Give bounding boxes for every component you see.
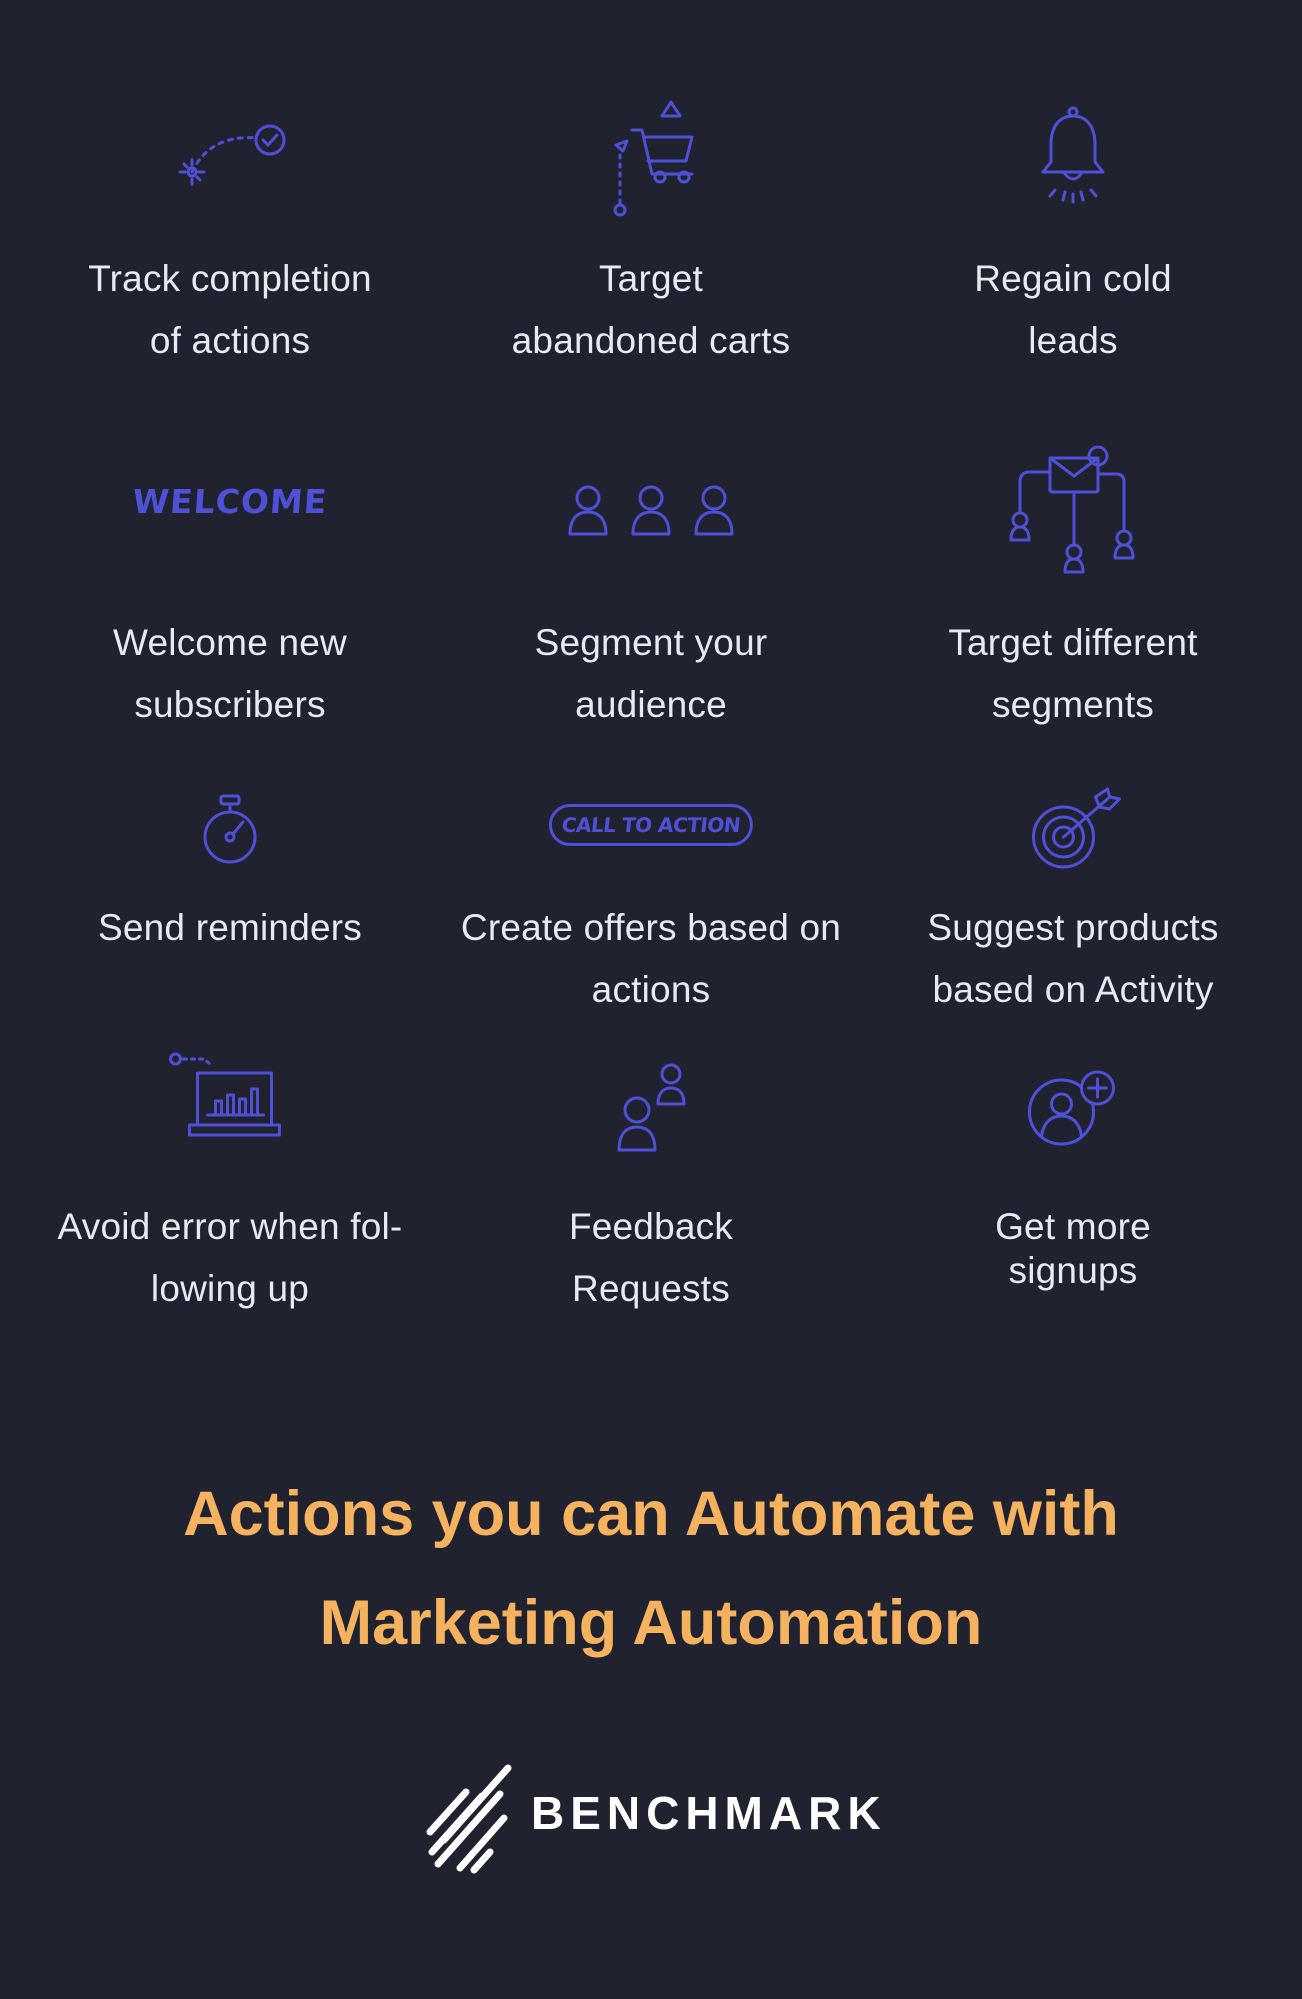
item-segment-audience: Segment your audience xyxy=(441,430,861,750)
benchmark-logo-text: BENCHMARK xyxy=(531,1787,887,1839)
item-label-line2: Requests xyxy=(572,1268,730,1309)
bell-icon xyxy=(1033,100,1113,210)
page-title: Actions you can Automate with Marketing … xyxy=(0,1460,1302,1678)
welcome-text-icon: WELCOME xyxy=(131,482,329,521)
page-title-line1: Actions you can Automate with xyxy=(183,1479,1119,1549)
item-label-line1: Target xyxy=(598,258,704,299)
item-suggest-products: Suggest products based on Activity xyxy=(863,780,1283,1030)
call-to-action-icon: CALL TO ACTION xyxy=(548,804,754,846)
item-feedback-requests: Feedback Requests xyxy=(441,1040,861,1340)
item-label-line2: of actions xyxy=(149,320,311,361)
item-label-line1: Send reminders xyxy=(98,907,362,948)
benchmark-logo: BENCHMARK xyxy=(424,1760,884,1880)
item-label-line2: based on Activity xyxy=(932,969,1214,1010)
item-label-line1: Feedback xyxy=(568,1206,734,1247)
item-avoid-error: Avoid error when fol- lowing up xyxy=(20,1040,440,1340)
item-send-reminders: Send reminders xyxy=(20,780,440,1030)
item-label-line2: subscribers xyxy=(134,684,326,725)
item-welcome-subscribers: WELCOME Welcome new subscribers xyxy=(20,430,440,750)
welcome-icon-text: WELCOME xyxy=(131,482,329,521)
chart-laptop-icon xyxy=(168,1051,293,1146)
item-get-signups: Get more signups xyxy=(863,1040,1283,1340)
item-abandoned-carts: Target abandoned carts xyxy=(441,90,861,390)
item-label-line1: Track completion xyxy=(88,258,372,299)
item-label-line2: segments xyxy=(991,684,1154,725)
item-label-line1: Suggest products xyxy=(927,907,1219,948)
item-label-line2: abandoned carts xyxy=(511,320,791,361)
item-label-line2: audience xyxy=(575,684,727,725)
item-label-line2: actions xyxy=(591,969,711,1010)
item-label-line1: Avoid error when fol- xyxy=(57,1206,403,1247)
item-label-line1: Segment your xyxy=(534,622,768,663)
benchmark-stripes-icon xyxy=(424,1760,514,1885)
target-arrow-icon xyxy=(1026,789,1121,874)
page-title-line2: Marketing Automation xyxy=(319,1588,983,1658)
stopwatch-icon xyxy=(195,792,265,872)
item-label-line1: Welcome new xyxy=(113,622,347,663)
item-label-line2: signups xyxy=(1008,1250,1138,1291)
item-label-line2: lowing up xyxy=(150,1268,310,1309)
item-label-line1: Regain cold xyxy=(974,258,1172,299)
item-create-offers: CALL TO ACTION Create offers based on ac… xyxy=(441,780,861,1030)
call-to-action-icon-text: CALL TO ACTION xyxy=(560,813,742,837)
item-track-completion: Track completion of actions xyxy=(20,90,440,390)
item-cold-leads: Regain cold leads xyxy=(863,90,1283,390)
item-label-line1: Create offers based on xyxy=(460,907,842,948)
email-branch-icon xyxy=(1008,444,1138,579)
track-path-check-icon xyxy=(170,120,290,200)
three-users-icon xyxy=(566,482,736,542)
item-label-line2: leads xyxy=(1028,320,1118,361)
shopping-cart-icon xyxy=(596,95,706,220)
item-target-segments: Target different segments xyxy=(863,430,1283,750)
add-user-icon xyxy=(1026,1068,1121,1148)
item-label-line1: Target different xyxy=(948,622,1198,663)
two-users-feedback-icon xyxy=(611,1060,691,1155)
item-label-line1: Get more xyxy=(995,1206,1151,1247)
